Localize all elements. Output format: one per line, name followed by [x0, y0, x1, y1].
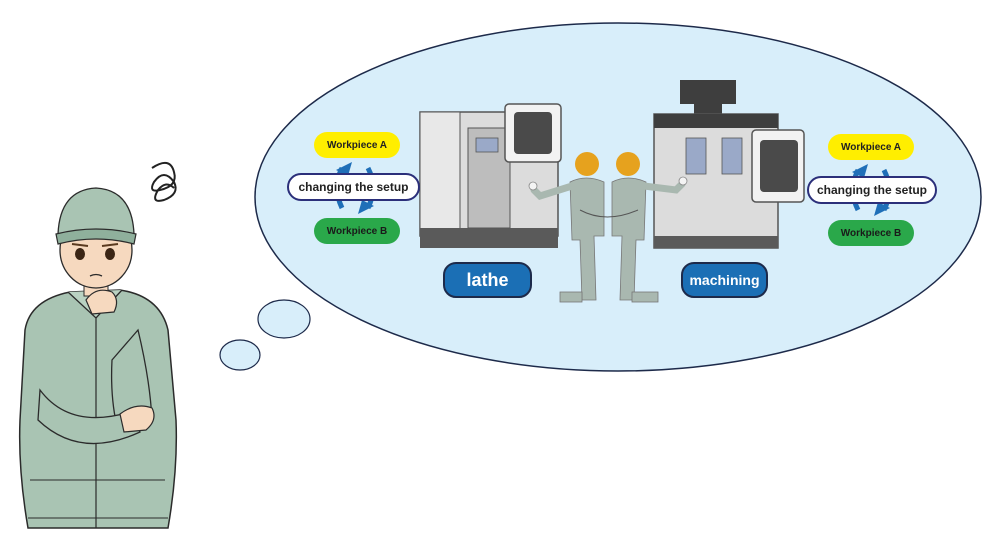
right-workpiece-b-label: Workpiece B: [828, 220, 914, 246]
operators: [528, 152, 688, 303]
lathe-label: lathe: [443, 262, 532, 298]
right-workpiece-a-label: Workpiece A: [828, 134, 914, 160]
machining-label: machining: [681, 262, 768, 298]
right-setup-label: changing the setup: [807, 176, 937, 204]
left-setup-label: changing the setup: [287, 173, 420, 201]
left-workpiece-b-label: Workpiece B: [314, 218, 400, 244]
lathe-machine: [419, 103, 562, 248]
left-workpiece-a-label: Workpiece A: [314, 132, 400, 158]
machining-center: [653, 80, 805, 249]
worry-scribble-icon: [151, 161, 177, 202]
thinking-worker: [18, 187, 178, 529]
